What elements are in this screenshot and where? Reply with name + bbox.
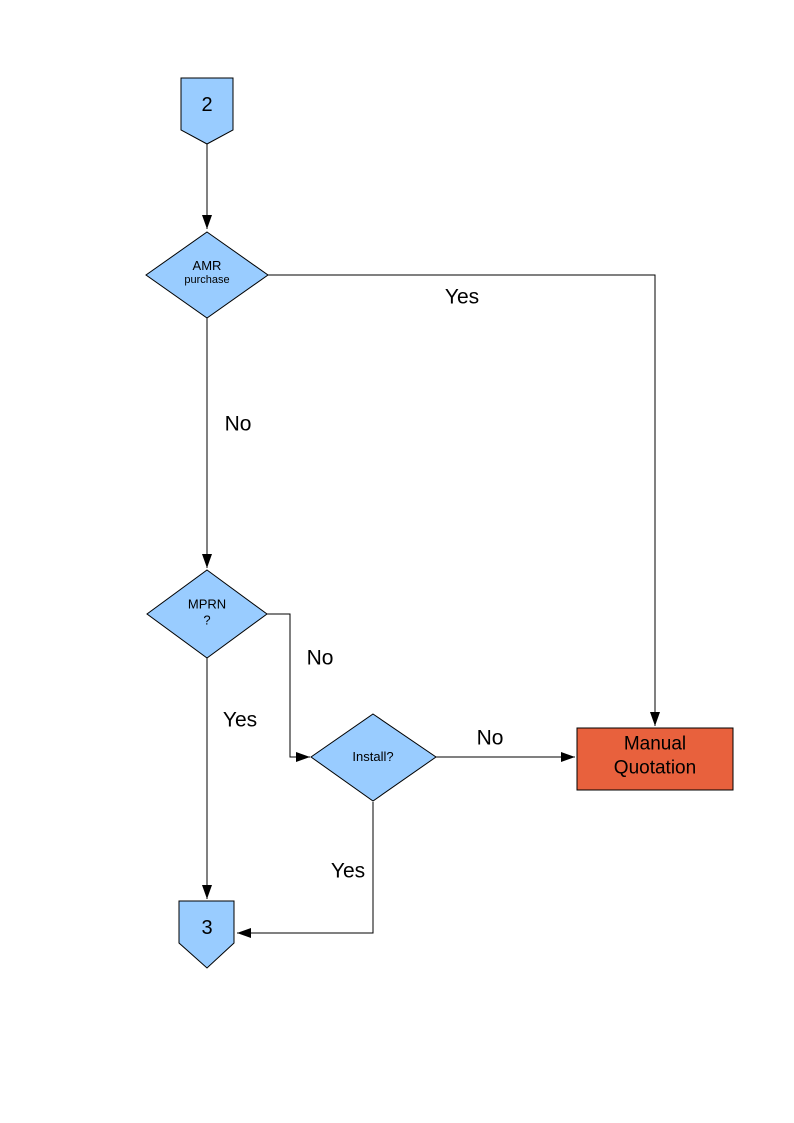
amr-decision-label: AMR purchase — [184, 258, 229, 286]
offpage-connector-3-shape — [178, 900, 235, 969]
amr-decision-shape — [145, 231, 269, 319]
edge-amr-yes-to-manual-quotation — [268, 274, 660, 726]
edge-label-amr-yes: Yes — [444, 285, 480, 309]
manual-quotation-label: Manual Quotation — [614, 732, 696, 780]
install-decision-label: Install? — [352, 749, 394, 765]
edge-label-install-yes: Yes — [330, 859, 366, 883]
manual-quotation-shape — [576, 727, 734, 791]
offpage-connector-3-label: 3 — [201, 917, 213, 939]
manual-quotation-line1: Manual — [623, 733, 687, 755]
amr-decision-line2: purchase — [184, 273, 230, 286]
edge-install-yes-to-connector3 — [237, 802, 374, 938]
mprn-decision-shape — [146, 569, 268, 659]
edge-label-install-no: No — [476, 726, 504, 750]
offpage-connector-2-shape — [180, 77, 234, 145]
edge-label-mprn-yes: Yes — [222, 708, 258, 732]
edge-label-amr-no: No — [224, 412, 252, 436]
edge-mprn-no-to-install — [267, 613, 310, 762]
offpage-connector-2-label: 2 — [201, 94, 213, 116]
amr-decision-line1: AMR — [192, 258, 222, 274]
mprn-decision-line2: ? — [203, 612, 211, 627]
manual-quotation-line2: Quotation — [613, 757, 697, 778]
install-decision-shape — [310, 713, 437, 802]
mprn-decision-label: MPRN ? — [188, 596, 226, 627]
edge-label-mprn-no: No — [306, 646, 334, 670]
mprn-decision-line1: MPRN — [187, 596, 227, 612]
